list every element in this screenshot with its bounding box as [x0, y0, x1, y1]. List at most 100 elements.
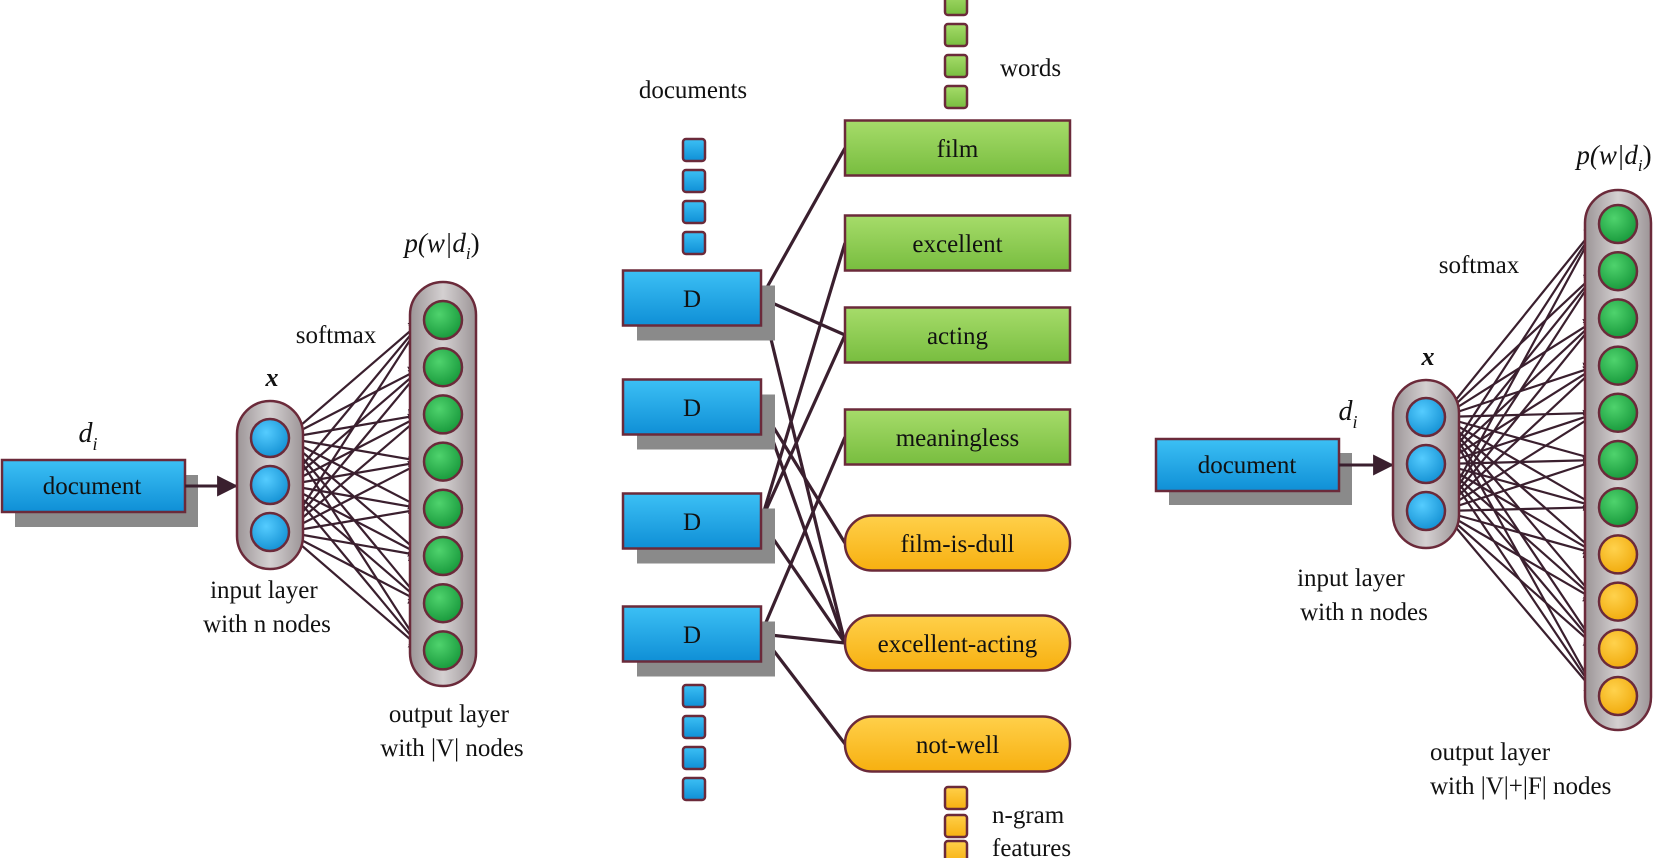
output-node-word: [1597, 345, 1639, 386]
connection-edge: [1441, 456, 1600, 513]
connection-edge: [285, 460, 425, 533]
ngram-box: [843, 614, 1072, 672]
document-box-label: D: [683, 622, 701, 649]
right-softmax-label: softmax: [1439, 252, 1520, 279]
ellipsis-squares: [681, 0, 969, 858]
document-feature-edge: [759, 436, 847, 635]
word-box: [843, 214, 1072, 272]
connection-edge: [1441, 499, 1600, 516]
connection-edge: [285, 318, 424, 486]
input-node: [249, 511, 291, 553]
input-node: [249, 417, 291, 459]
document-feature-edge: [759, 147, 847, 299]
connection-edge: [1441, 222, 1599, 465]
right-edges: [1441, 222, 1600, 698]
output-node-word: [422, 630, 464, 671]
ngram-box-label: not-well: [916, 732, 999, 759]
middle-edges: [759, 147, 847, 745]
output-node-word: [422, 299, 464, 341]
word-box-label: meaningless: [896, 425, 1020, 452]
output-node-feature: [1597, 534, 1639, 575]
word-box: [843, 306, 1072, 364]
documents-label: documents: [639, 77, 747, 104]
left-hidden-var: x: [265, 363, 279, 392]
document-box: [621, 492, 763, 550]
connection-edge: [285, 413, 425, 533]
right-input-var: di: [1338, 396, 1357, 432]
document-box-label: D: [683, 286, 701, 313]
output-node-word: [422, 488, 464, 530]
output-node-feature: [1597, 628, 1639, 670]
right-input-nodes: [1405, 396, 1447, 532]
ngram-box: [843, 514, 1072, 572]
output-node-word: [1597, 486, 1639, 528]
word-box-label: excellent: [912, 231, 1002, 258]
connection-edge: [1441, 510, 1599, 698]
word-box: [843, 408, 1072, 466]
left-input-var: di: [78, 418, 97, 454]
right-model: di document x softmax p(w|di) input laye…: [1154, 140, 1653, 800]
left-softmax-label: softmax: [296, 322, 377, 349]
output-node-word: [1597, 203, 1639, 245]
ellipsis-square: [681, 745, 707, 771]
right-output-prob: p(w|di): [1574, 140, 1651, 175]
connection-edge: [1441, 510, 1600, 603]
document-box: [621, 269, 763, 327]
left-output-caption-line2: with |V| nodes: [380, 735, 523, 762]
output-node-word: [422, 441, 464, 482]
right-input-caption-line1: input layer: [1297, 565, 1405, 592]
right-document-label: document: [1198, 452, 1297, 479]
document-box: [621, 378, 763, 436]
left-input-caption-line1: input layer: [210, 577, 318, 604]
left-input-nodes: [249, 417, 291, 553]
ngram-boxes: film-is-dull excellent-acting not-well: [843, 514, 1072, 773]
left-model: di document x softmax p(w|di) input laye…: [0, 228, 524, 762]
left-output-layer: [408, 280, 478, 688]
connection-edge: [285, 366, 424, 533]
ellipsis-square: [943, 22, 969, 48]
connection-edge: [1441, 222, 1599, 512]
output-node-word: [422, 394, 464, 435]
ngram-label: n-gram features: [992, 802, 1071, 858]
document-box-label: D: [683, 395, 701, 422]
word-box-label: acting: [927, 323, 989, 350]
right-output-caption-line2: with |V|+|F| nodes: [1430, 773, 1611, 800]
connection-edge: [1441, 269, 1599, 512]
document-feature-edge: [759, 297, 847, 644]
connection-edge: [1441, 364, 1600, 512]
right-input-caption: input layer with n nodes: [1297, 565, 1428, 626]
ellipsis-square: [681, 683, 707, 709]
left-input-caption: input layer with n nodes: [203, 577, 331, 638]
ellipsis-square: [943, 84, 969, 110]
connection-edge: [285, 530, 425, 562]
connection-edge: [285, 318, 425, 439]
connection-edge: [1441, 317, 1599, 512]
ellipsis-square: [681, 199, 707, 225]
input-node: [1405, 396, 1447, 438]
word-box: [843, 119, 1072, 177]
document-feature-edge: [759, 334, 847, 522]
right-output-caption-line1: output layer: [1430, 739, 1551, 766]
output-node-word: [422, 535, 464, 577]
left-output-caption-line1: output layer: [389, 701, 510, 728]
connection-edge: [1441, 509, 1600, 559]
right-input-caption-line2: with n nodes: [1300, 599, 1428, 626]
word-box-label: film: [937, 136, 979, 163]
output-node-word: [1597, 250, 1639, 292]
word-boxes: film excellent acting meaningless: [843, 119, 1072, 466]
document-box: [621, 605, 763, 663]
output-node-word: [1597, 439, 1639, 481]
connection-edge: [1441, 411, 1600, 512]
connection-edge: [285, 503, 425, 534]
connection-edge: [285, 318, 424, 533]
output-node-feature: [1597, 675, 1639, 717]
ngram-box-label: excellent-acting: [878, 631, 1038, 658]
right-hidden-var: x: [1421, 342, 1435, 371]
output-node-word: [422, 582, 464, 624]
ngram-box-label: film-is-dull: [901, 531, 1015, 558]
ellipsis-square: [681, 168, 707, 194]
left-input-caption-line2: with n nodes: [203, 611, 331, 638]
